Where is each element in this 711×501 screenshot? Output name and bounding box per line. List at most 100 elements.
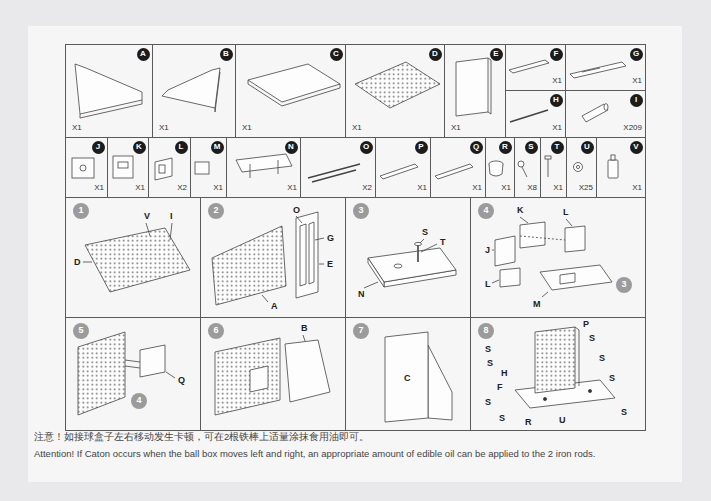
step-number: 8 [478,323,494,339]
text-holder: Q [178,376,185,386]
text-holder: X1 [242,124,252,133]
callout-letter: V [144,211,150,221]
part-drawing [604,104,608,111]
assembly-drawing [579,330,580,386]
callout-letter: L [563,207,569,217]
assembly-drawing [83,262,92,263]
callout-number: L [179,143,184,152]
part-cell: X209I [565,90,646,138]
assembly-drawing [125,366,140,368]
text-holder: P [583,320,589,330]
part-letter: F [550,48,563,61]
text-holder: X1 [159,124,169,133]
part-drawing [159,165,165,173]
assembly-drawing [166,372,175,378]
text-holder: S [485,398,491,408]
text-holder: O [293,206,300,216]
text-holder: 5 [73,323,89,339]
text-holder: X2 [362,184,372,193]
callout-letter: S [599,353,605,363]
text-holder: P [415,141,428,154]
part-drawing [570,62,626,78]
paper-sheet [28,26,682,482]
text-holder: C [330,48,343,61]
assembly-drawing [542,292,548,297]
text-holder: 1 [73,203,89,219]
part-drawing [72,58,626,182]
text-holder: X1 [552,77,562,86]
note-holder: 注意！如接球盒子左右移动发生卡顿，可在2根铁棒上适量涂抹食用油即可。 [34,432,369,442]
quantity-label: X1 [552,76,562,85]
text-holder: B [220,48,233,61]
text-holder: X25 [579,184,593,193]
step-number: 6 [208,323,224,339]
text-holder: V [144,212,150,222]
callout-letter: H [501,368,508,378]
callout-number: 3 [621,280,626,290]
step-number: 2 [208,203,224,219]
text-holder: G [630,48,643,61]
text-holder: 4 [478,203,494,219]
part-drawing [162,68,220,108]
callout-number: J [96,143,100,152]
part-letter: V [630,141,643,154]
text-holder: I [630,94,643,107]
part-cell: X1V [596,137,646,198]
part-letter: R [499,141,512,154]
assembly-drawing [85,228,190,292]
text-holder: V [630,141,643,154]
text-holder: N [285,141,298,154]
part-cell: X1H [505,90,566,138]
callout-number: C [333,50,339,59]
callout-number: 5 [78,326,83,336]
callout-letter: F [497,382,503,392]
quantity-label: X2 [177,183,187,192]
text-holder: Q [470,141,483,154]
callout-number: 7 [358,326,363,336]
attention-note: Attention! If Caton occurs when the ball… [34,448,595,459]
callout-letter: C [404,373,411,383]
callout-letter: O [293,205,300,215]
text-holder: X1 [553,184,563,193]
part-cell: X1P [375,137,431,198]
part-drawing [195,162,209,174]
text-holder: B [301,324,308,334]
quantity-label: X1 [352,123,362,132]
callout-letter: N [358,289,365,299]
text-holder: 2 [208,203,224,219]
callout-number: K [136,143,142,152]
text-holder: X1 [472,184,482,193]
text-holder: S [487,359,493,369]
quantity-label: X8 [527,183,537,192]
part-drawing [582,104,608,122]
part-drawing [435,164,473,179]
text-holder: R [499,141,512,154]
assembly-drawing [285,340,330,402]
text-holder: X1 [501,184,511,193]
text-holder: T [551,141,564,154]
step-panel: B6 [200,317,346,431]
part-cell: X1A [65,44,153,138]
assembly-drawing [417,244,419,262]
part-drawing [545,156,551,159]
callout-number: S [528,143,533,152]
callout-number: T [555,143,560,152]
assembly-drawing [315,238,324,240]
quantity-label: X1 [159,123,169,132]
part-cell: X1D [345,44,445,138]
quantity-label: X1 [632,76,642,85]
part-cell: X1 R [485,137,515,198]
step-number: 3 [353,203,369,219]
text-holder: L [563,208,569,218]
part-cell: X2 O [300,137,376,198]
part-drawing [582,68,600,72]
part-letter: I [630,94,643,107]
assembly-drawing [296,216,302,223]
text-holder: K [517,206,524,216]
paper-sheet [28,26,682,482]
quantity-label: X1 [553,183,563,192]
quantity-label: X1 [135,183,145,192]
part-letter: O [360,141,373,154]
part-drawing [522,167,527,177]
part-letter: U [581,141,594,154]
